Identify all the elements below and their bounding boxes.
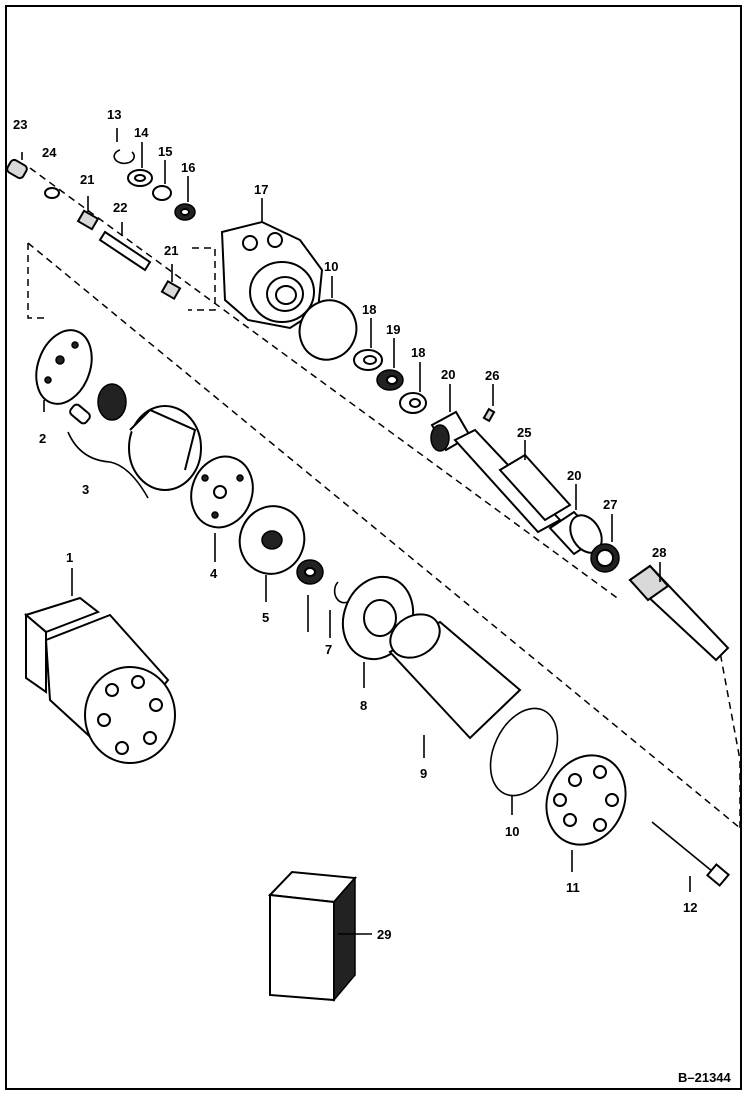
- part-28-output-shaft: [628, 562, 730, 662]
- callout-20-upper: 20: [441, 367, 455, 382]
- callout-29: 29: [377, 927, 391, 942]
- part-21-spring-lower: [160, 264, 182, 301]
- callout-22: 22: [113, 200, 127, 215]
- part-9-sleeve: [388, 613, 522, 758]
- part-26-key: [482, 384, 496, 423]
- part-13-snap-ring: [113, 128, 135, 165]
- callout-20-lower: 20: [567, 468, 581, 483]
- part-1-motor-assembly: [23, 568, 176, 764]
- part-24-oring: [44, 187, 60, 199]
- part-2-plate: [35, 329, 93, 412]
- diagram-frame: [5, 5, 742, 1090]
- callout-16: 16: [181, 160, 195, 175]
- callout-13: 13: [107, 107, 121, 122]
- callout-10-upper: 10: [324, 259, 338, 274]
- callout-23: 23: [13, 117, 27, 132]
- callout-14: 14: [134, 125, 149, 140]
- callout-28: 28: [652, 545, 666, 560]
- callout-7: 7: [325, 642, 332, 657]
- part-14-washer: [127, 142, 153, 187]
- callout-17: 17: [254, 182, 268, 197]
- part-20-bushing-lower: [548, 484, 603, 556]
- callout-11: 11: [566, 880, 580, 895]
- part-22-valve: [98, 222, 152, 272]
- part-17-housing: [220, 198, 324, 330]
- callout-27: 27: [603, 497, 617, 512]
- part-18-race-upper: [353, 318, 383, 371]
- callout-4: 4: [210, 566, 218, 581]
- callout-15: 15: [158, 144, 172, 159]
- callout-3: 3: [82, 482, 89, 497]
- part-21-spring-upper: [76, 196, 100, 231]
- callout-12: 12: [683, 900, 697, 915]
- part-15-oring: [152, 160, 172, 201]
- callout-labels: 1 2 3 4 5 7 8 9 10 10 11 12 13 14 15 16 …: [13, 107, 697, 942]
- callout-8: 8: [360, 698, 367, 713]
- part-16-seal: [174, 176, 196, 221]
- part-29-seal-kit: [267, 870, 372, 1003]
- callout-18-upper: 18: [362, 302, 376, 317]
- part-19-thrust-bearing: [376, 338, 404, 391]
- part-10-oring-upper: [298, 276, 358, 361]
- part-25-drive-shaft: [453, 428, 572, 534]
- part-5-valve-plate: [238, 505, 306, 602]
- callout-21-lower: 21: [164, 243, 178, 258]
- callout-9: 9: [420, 766, 427, 781]
- part-10-oring-lower: [489, 707, 559, 815]
- callout-26: 26: [485, 368, 499, 383]
- callout-2: 2: [39, 431, 46, 446]
- part-4-plate: [190, 455, 254, 562]
- part-27-seal: [590, 514, 620, 573]
- part-23-plug: [6, 152, 28, 180]
- callout-25: 25: [517, 425, 531, 440]
- callout-10-lower: 10: [505, 824, 519, 839]
- callout-5: 5: [262, 610, 269, 625]
- part-11-end-cap: [545, 754, 627, 872]
- callout-21-upper: 21: [80, 172, 94, 187]
- callout-18-lower: 18: [411, 345, 425, 360]
- part-18-race-lower: [399, 362, 427, 414]
- part-6-bearing: [296, 559, 324, 632]
- assembly-guide-lines: [27, 167, 741, 829]
- callout-24: 24: [42, 145, 57, 160]
- callout-1: 1: [66, 550, 73, 565]
- callout-19: 19: [386, 322, 400, 337]
- figure-reference-number: B–21344: [678, 1070, 732, 1085]
- part-3-rotor-set: [67, 383, 202, 499]
- part-12-bolt: [651, 821, 731, 892]
